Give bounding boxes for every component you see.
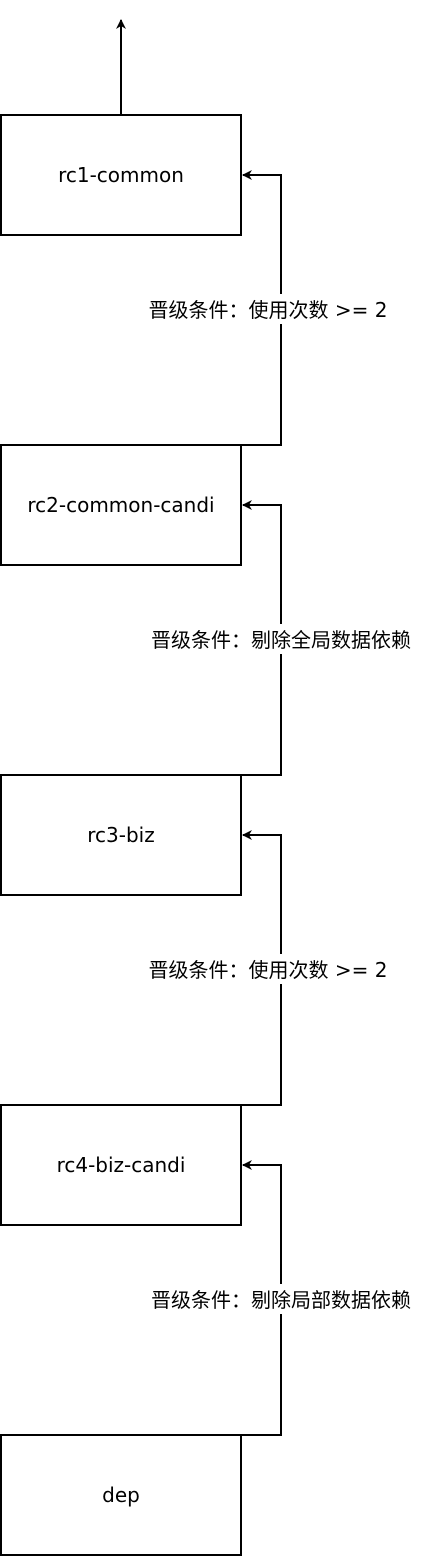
node-rc3-biz: rc3-biz [0,774,242,896]
edge-label-text: 晋级条件：剔除局部数据依赖 [151,1288,411,1312]
node-label: rc2-common-candi [27,493,214,517]
edge-label-text: 晋级条件：使用次数 >= 2 [149,958,388,982]
node-label: rc1-common [58,163,184,187]
node-rc4-biz-candi: rc4-biz-candi [0,1104,242,1226]
node-label: rc3-biz [87,823,154,847]
edge-label-rc4-rc3: 晋级条件：使用次数 >= 2 [144,954,392,984]
node-label: rc4-biz-candi [57,1153,186,1177]
node-label: dep [102,1483,140,1507]
node-dep: dep [0,1434,242,1556]
edge-label-rc2-rc1: 晋级条件：使用次数 >= 2 [144,294,392,324]
edge-label-rc3-rc2: 晋级条件：剔除全局数据依赖 [124,624,438,654]
edge-label-text: 晋级条件：使用次数 >= 2 [149,298,388,322]
edge-label-dep-rc4: 晋级条件：剔除局部数据依赖 [124,1284,438,1314]
node-rc1-common: rc1-common [0,114,242,236]
node-rc2-common-candi: rc2-common-candi [0,444,242,566]
edge-label-text: 晋级条件：剔除全局数据依赖 [151,628,411,652]
